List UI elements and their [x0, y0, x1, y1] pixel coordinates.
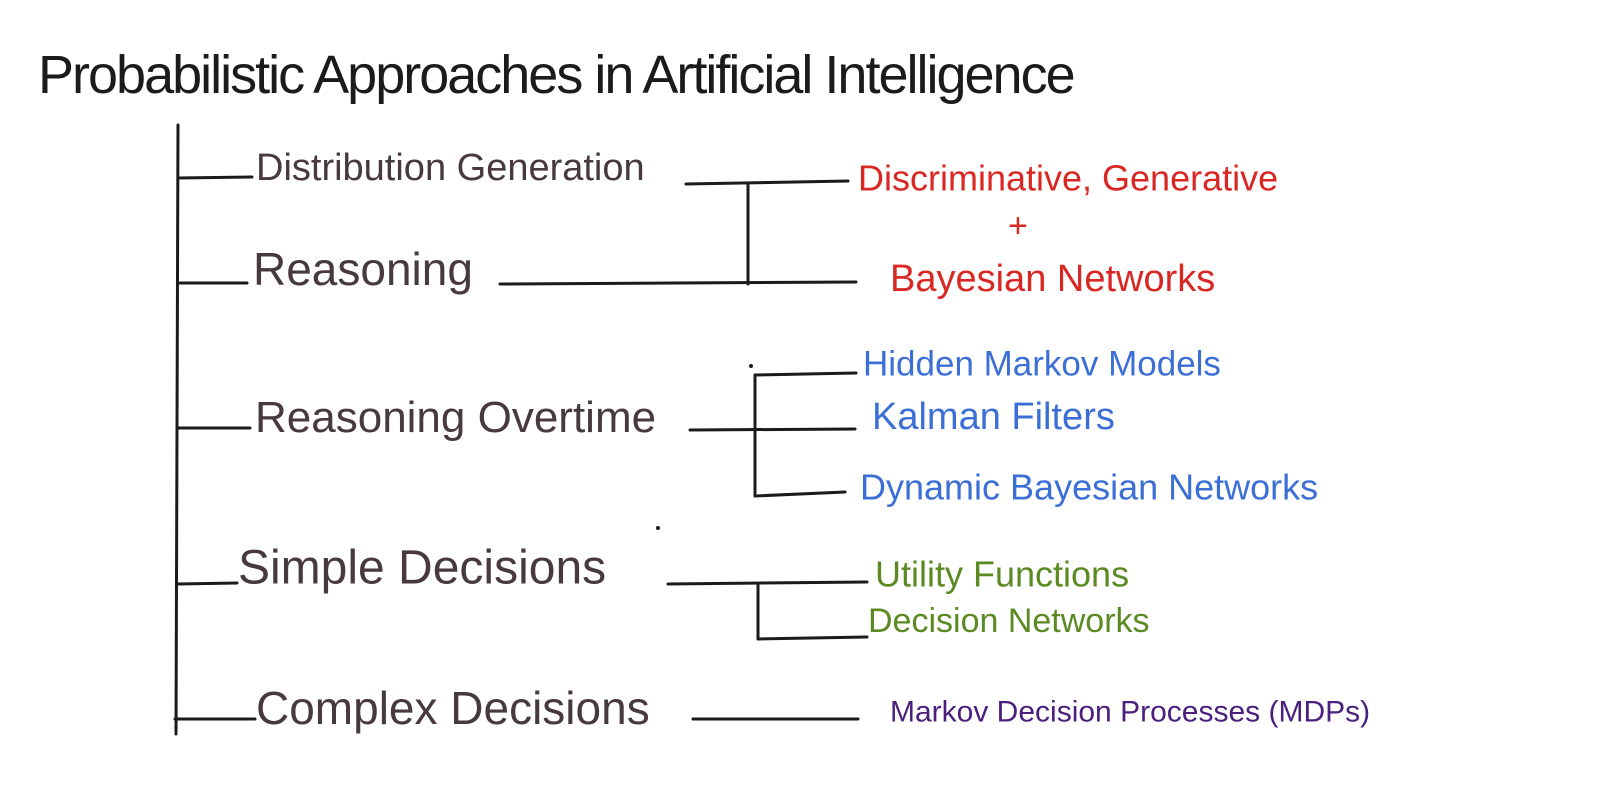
branch-label-reasoning-overtime: Reasoning Overtime: [255, 393, 657, 442]
branch-label-reasoning: Reasoning: [253, 242, 473, 295]
bracket2-top: [753, 371, 858, 377]
leaf-label-utility-functions: Utility Functions: [875, 553, 1130, 595]
link-overtime-middle: [688, 427, 857, 432]
leaf-label-discriminative-generative: Discriminative, Generative: [858, 157, 1279, 199]
stray-dot: [749, 364, 753, 368]
branch-label-complex-decisions: Complex Decisions: [256, 681, 650, 734]
branch-label-distribution-generation: Distribution Generation: [256, 146, 645, 189]
leaf-label-dynamic-bayesian-networks: Dynamic Bayesian Networks: [860, 466, 1319, 508]
leaf-label-markov-decision-processes: Markov Decision Processes (MDPs): [890, 695, 1371, 729]
link-reasoning-to-red: [498, 280, 858, 286]
stub-distribution-generation: [176, 175, 254, 180]
link-simple-top: [666, 580, 869, 586]
leaf-label-decision-networks: Decision Networks: [868, 601, 1150, 640]
tree-trunk: [174, 123, 180, 736]
bracket3-bottom: [756, 635, 869, 641]
leaf-label-kalman-filters: Kalman Filters: [872, 395, 1115, 438]
leaf-label-hidden-markov-models: Hidden Markov Models: [863, 344, 1221, 384]
plus-operator: +: [1008, 206, 1028, 245]
diagram-title: Probabilistic Approaches in Artificial I…: [38, 45, 1076, 105]
branch-label-simple-decisions: Simple Decisions: [238, 541, 607, 595]
leaf-label-bayesian-networks: Bayesian Networks: [890, 257, 1216, 300]
bracket2-bottom: [753, 490, 847, 498]
stub-simple-decisions: [176, 581, 239, 586]
stray-dot: [656, 526, 660, 530]
link-distribution-to-red: [684, 179, 850, 186]
